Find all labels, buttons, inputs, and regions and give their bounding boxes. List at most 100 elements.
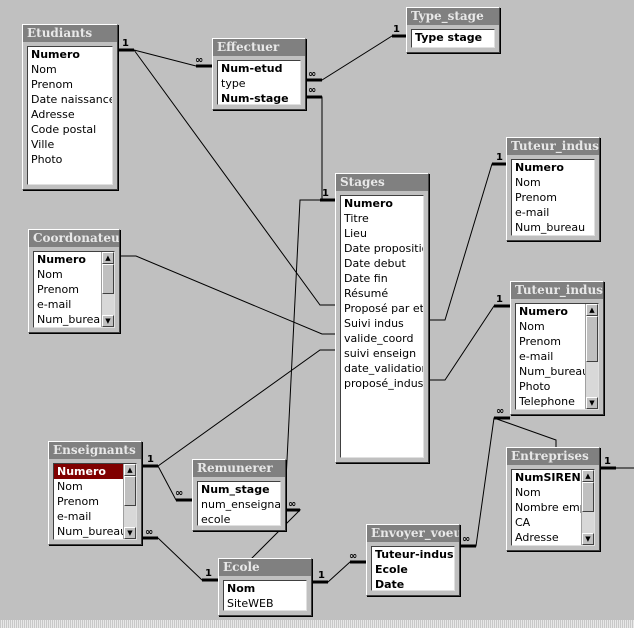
field-photo[interactable]: Photo (31, 153, 63, 166)
table-title[interactable]: Coordonateur (29, 230, 119, 247)
field-nom[interactable]: Nom (515, 486, 541, 499)
field-suivi-indus[interactable]: Suivi indus (344, 317, 404, 330)
field-num-stage[interactable]: Num_stage (201, 483, 270, 496)
table-title[interactable]: Entreprises (507, 448, 599, 465)
table-title[interactable]: Etudiants (23, 25, 117, 42)
field-num-bureau[interactable]: Num_bureau (57, 525, 123, 538)
table-title[interactable]: Type_stage (407, 8, 499, 25)
field-e-mail[interactable]: e-mail (57, 510, 92, 523)
field-propos-indus[interactable]: proposé_indus (344, 377, 423, 390)
link-etudiants-stages[interactable] (133, 49, 335, 306)
field-adresse[interactable]: Adresse (515, 531, 559, 544)
scroll-thumb[interactable] (124, 476, 136, 506)
field-num-bureau[interactable]: Num_bureau (519, 365, 585, 378)
field-lieu[interactable]: Lieu (344, 227, 367, 240)
field-date[interactable]: Date (375, 578, 405, 591)
table-title[interactable]: Ecole (219, 559, 311, 576)
field-suivi-enseign[interactable]: suivi enseign (344, 347, 417, 360)
link-stages-remunerer[interactable] (285, 199, 320, 481)
scroll-down-icon[interactable]: ▼ (124, 527, 136, 539)
field-ecole[interactable]: ecole (201, 513, 231, 526)
table-title[interactable]: Tuteur_indus... (507, 138, 599, 155)
scroll-up-icon[interactable]: ▲ (586, 304, 598, 316)
link-enseignants-stages[interactable] (142, 349, 335, 467)
field-nom[interactable]: Nom (515, 176, 541, 189)
field-date-debut[interactable]: Date debut (344, 257, 406, 270)
field-nom[interactable]: Nom (31, 63, 57, 76)
table-title[interactable]: Stages (336, 174, 428, 191)
field-numero[interactable]: Numero (519, 305, 568, 318)
scroll-thumb[interactable] (102, 264, 114, 294)
field-telephone[interactable]: Telephone (519, 395, 575, 408)
field-propos-par-etud[interactable]: Proposé par etud (344, 302, 423, 315)
field-prenom[interactable]: Prenom (31, 78, 73, 91)
field-nom[interactable]: Nom (37, 268, 63, 281)
field-prenom[interactable]: Prenom (519, 335, 561, 348)
field-ville[interactable]: Ville (31, 138, 55, 151)
field-valide-coord[interactable]: valide_coord (344, 332, 414, 345)
field-tuteur-indus[interactable]: Tuteur-indus (375, 548, 454, 561)
field-code-postal[interactable]: Code postal (31, 123, 97, 136)
scroll-up-icon[interactable]: ▲ (124, 464, 136, 476)
field-ca[interactable]: CA (515, 516, 531, 529)
table-tuteur-indus-1[interactable]: Tuteur_indus...NumeroNomPrenome-mailNum_… (506, 137, 600, 241)
field-adresse[interactable]: Adresse (31, 108, 75, 121)
field-photo[interactable]: Photo (519, 380, 551, 393)
field-num-bureau[interactable]: Num_bureau (37, 313, 101, 326)
field-e-mail[interactable]: e-mail (37, 298, 72, 311)
link-coordonateur-stages[interactable] (120, 255, 335, 335)
field-prenom[interactable]: Prenom (57, 495, 99, 508)
field-list-scrollbar[interactable]: ▲▼ (101, 252, 114, 327)
field-date-naissance[interactable]: Date naissance (31, 93, 112, 106)
field-siteweb[interactable]: SiteWEB (227, 597, 274, 610)
field-list[interactable]: Type stage (411, 29, 495, 48)
link-stages-tuteur1[interactable] (429, 163, 506, 321)
field-num-stage[interactable]: Num-stage (221, 92, 289, 105)
field-num-etud[interactable]: Num-etud (221, 62, 283, 75)
field-date-proposition[interactable]: Date proposition (344, 242, 423, 255)
table-title[interactable]: Tuteur_indus... (511, 282, 603, 299)
field-r-sum-[interactable]: Résumé (344, 287, 389, 300)
field-numero[interactable]: Numero (37, 253, 86, 266)
field-titre[interactable]: Titre (344, 212, 369, 225)
scroll-down-icon[interactable]: ▼ (586, 397, 598, 409)
scroll-down-icon[interactable]: ▼ (582, 533, 594, 545)
field-numero[interactable]: Numero (344, 197, 393, 210)
field-date-fin[interactable]: Date fin (344, 272, 388, 285)
table-title[interactable]: Remunerer (193, 460, 285, 477)
field-nom[interactable]: Nom (519, 320, 545, 333)
field-numero[interactable]: Numero (515, 161, 564, 174)
link-tuteur2-entreprises[interactable] (493, 417, 557, 447)
field-nom[interactable]: Nom (57, 480, 83, 493)
field-numero[interactable]: Numero (31, 48, 80, 61)
scroll-up-icon[interactable]: ▲ (102, 252, 114, 264)
field-date-validation[interactable]: date_validation (344, 362, 423, 375)
link-envoyer-tuteur2[interactable] (460, 417, 510, 547)
scroll-down-icon[interactable]: ▼ (102, 315, 114, 327)
field-e-mail[interactable]: e-mail (519, 350, 554, 363)
field-nombre-employ[interactable]: Nombre employ (515, 501, 581, 514)
link-effectuer-type-stage[interactable] (306, 35, 406, 81)
field-prenom[interactable]: Prenom (515, 191, 557, 204)
field-nom[interactable]: Nom (227, 582, 256, 595)
field-type[interactable]: type (221, 77, 246, 90)
